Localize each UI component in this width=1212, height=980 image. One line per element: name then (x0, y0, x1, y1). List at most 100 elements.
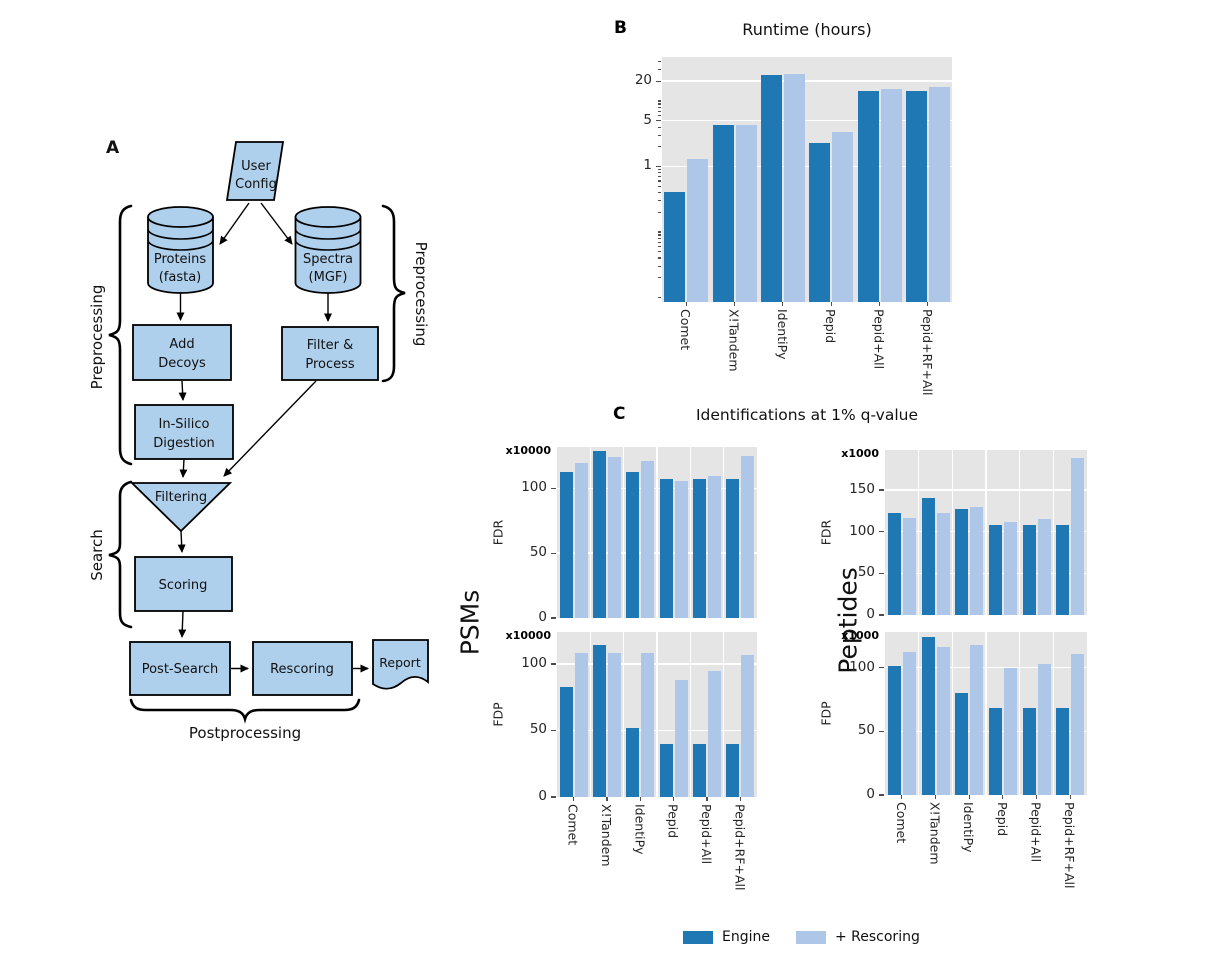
psms-fdp-multiplier: x10000 (505, 629, 551, 642)
bar-Comet-rescoring (574, 653, 588, 797)
x-tick-label: Pepid+RF+All (1062, 802, 1078, 889)
y-tick-mark (551, 487, 556, 490)
y-tick-label: 100 (521, 479, 547, 496)
spectra-label: Spectra (303, 252, 353, 267)
y-tick-label: 0 (538, 609, 547, 625)
y-tick-mark (656, 165, 661, 168)
peptides-fdp-multiplier: x1000 (841, 629, 879, 642)
y-tick-label: 100 (849, 522, 875, 539)
x-tick-mark (901, 795, 903, 799)
y-tick-mark (656, 80, 661, 82)
y-tick-label: 150 (849, 481, 875, 497)
peptides-fdr-multiplier: x1000 (841, 447, 879, 460)
filter-process-node: Filter & Process (281, 326, 379, 381)
y-minor-tick-mark (658, 126, 661, 128)
bar-Comet-rescoring (902, 652, 916, 795)
bar-X!Tandem-rescoring (936, 513, 950, 615)
bar-IdentiPy-engine (955, 693, 969, 795)
runtime-chart-title: Runtime (hours) (742, 20, 872, 39)
y-minor-tick-mark (658, 296, 661, 299)
x-tick-label: Comet (893, 802, 909, 844)
x-tick-label: IdentiPy (774, 309, 790, 360)
x-tick-label: Pepid+All (1028, 802, 1044, 863)
y-minor-tick-mark (658, 265, 661, 267)
y-minor-tick-mark (658, 168, 661, 171)
y-tick-label: 50 (857, 722, 875, 739)
y-minor-tick-mark (658, 134, 661, 136)
y-gridline (557, 663, 757, 665)
x-tick-mark (927, 302, 929, 306)
y-gridline (885, 530, 1087, 533)
y-gridline (557, 487, 757, 490)
bar-Pepid+All-rescoring (708, 475, 721, 618)
x-tick-label: X!Tandem (726, 309, 742, 372)
bar-Comet-rescoring (902, 517, 916, 615)
bar-Pepid-rescoring (674, 480, 688, 618)
post-search-label: Post-Search (142, 662, 219, 677)
x-gridline (1052, 450, 1054, 615)
x-gridline (951, 450, 953, 615)
x-tick-label: Pepid+All (699, 804, 714, 865)
x-tick-label: IdentiPy (632, 804, 648, 855)
filter-process-label2: Process (305, 357, 355, 372)
x-tick-mark (878, 302, 881, 306)
y-tick-mark (879, 489, 884, 491)
x-gridline (985, 450, 987, 615)
x-tick-label: X!Tandem (927, 802, 943, 865)
bar-Pepid+RF+All-engine (1056, 525, 1070, 615)
x-tick-mark (706, 797, 708, 801)
y-minor-tick-mark (658, 69, 661, 71)
bar-Pepid+RF+All-rescoring (1071, 653, 1085, 795)
bar-Comet-engine (664, 191, 686, 302)
search-label: Search (88, 529, 106, 581)
stage-braces (108, 204, 406, 724)
y-tick-mark (879, 572, 884, 574)
bar-IdentiPy-rescoring (970, 644, 984, 795)
add-decoys-node: Add Decoys (132, 324, 232, 381)
y-minor-tick-mark (658, 172, 661, 174)
bar-Pepid+All-engine (1022, 525, 1036, 615)
x-tick-mark (733, 302, 736, 306)
x-tick-mark (934, 795, 937, 799)
rescoring-legend-label: + Rescoring (834, 929, 920, 945)
bar-Pepid+All-rescoring (1037, 519, 1051, 615)
x-gridline (1052, 632, 1054, 795)
bar-X!Tandem-engine (921, 637, 935, 795)
pipeline-flowchart: A User Config Proteins (88, 138, 430, 742)
bar-Comet-engine (559, 686, 573, 797)
x-gridline (918, 632, 920, 795)
bar-IdentiPy-rescoring (970, 506, 984, 615)
bar-X!Tandem-engine (593, 645, 606, 797)
y-minor-tick-mark (658, 110, 661, 112)
post-search-node: Post-Search (129, 641, 231, 696)
y-gridline (662, 119, 952, 122)
bar-IdentiPy-engine (626, 471, 640, 618)
y-minor-tick-mark (658, 211, 661, 213)
y-gridline (885, 666, 1087, 669)
bar-Pepid+RF+All-engine (905, 90, 927, 302)
y-minor-tick-mark (658, 237, 661, 239)
psms-fdr-multiplier: x10000 (505, 444, 551, 457)
psms-fdr-axis-box: FDR (484, 447, 512, 618)
x-tick-mark (573, 797, 575, 801)
y-gridline (557, 729, 757, 732)
insilico-label2: Digestion (153, 436, 215, 451)
bar-Pepid-engine (659, 743, 673, 797)
x-gridline (623, 632, 625, 797)
x-tick-label: Pepid+RF+All (732, 804, 748, 891)
psms-fdr-axis-label: FDR (490, 519, 506, 546)
add-decoys-label2: Decoys (158, 356, 206, 371)
bar-X!Tandem-rescoring (608, 653, 621, 797)
postprocessing-label: Postprocessing (189, 724, 301, 742)
y-gridline (885, 489, 1087, 491)
x-tick-label: Pepid+RF+All (919, 309, 935, 396)
insilico-digestion-node: In-Silico Digestion (134, 404, 234, 460)
preprocessing-left-label: Preprocessing (88, 285, 106, 390)
panel-c-label: C (613, 404, 626, 424)
y-minor-tick-mark (658, 231, 661, 233)
rescoring-swatch (795, 930, 826, 944)
y-tick-label: 50 (529, 544, 547, 561)
x-gridline (689, 447, 691, 618)
